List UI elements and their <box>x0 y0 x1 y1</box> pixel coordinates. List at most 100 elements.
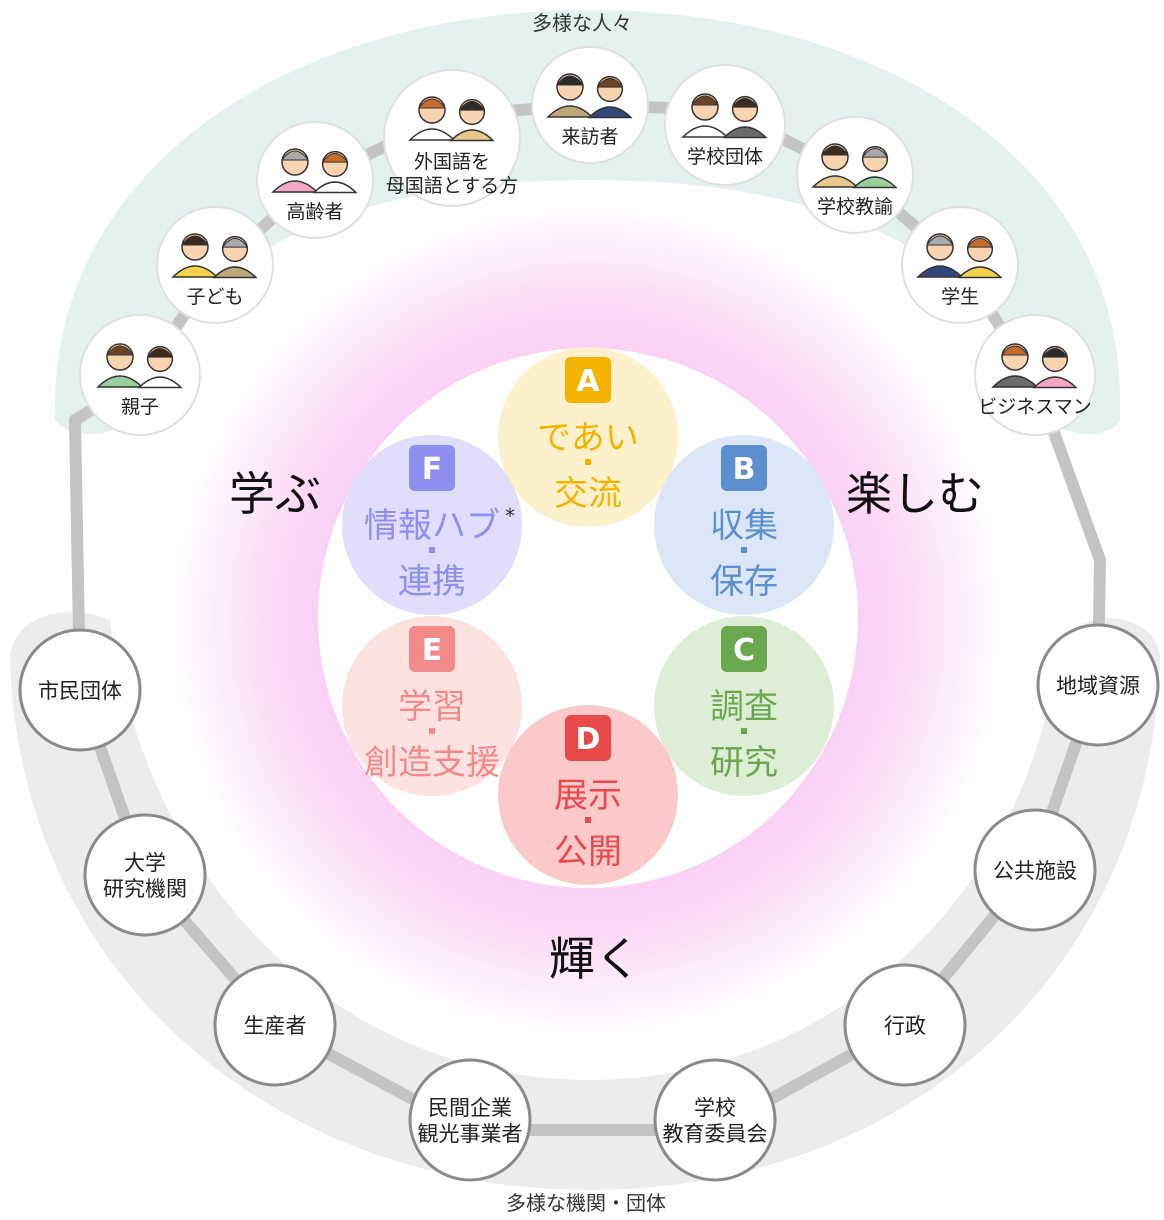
function-separator-dot <box>429 728 435 734</box>
function-asterisk: * <box>505 504 515 528</box>
people-illustration-icon <box>546 73 633 119</box>
function-circle <box>654 435 834 615</box>
person-node-circle <box>156 206 274 324</box>
function-letter: B <box>733 452 756 487</box>
person-node-circle <box>531 46 649 164</box>
function-line2: 交流 <box>554 474 622 514</box>
function-line2: 連携 <box>398 562 466 602</box>
function-line1: 調査 <box>710 687 778 727</box>
person-node-circle <box>256 121 374 239</box>
function-line1: 収集 <box>710 506 778 546</box>
label-manabu: 学ぶ <box>229 467 321 521</box>
org-label: 行政 <box>884 1014 926 1038</box>
org-node-seisansha: 生産者 <box>213 963 337 1087</box>
top-caption: 多様な人々 <box>532 11 632 35</box>
function-line2: 公開 <box>554 832 622 872</box>
person-label: 親子 <box>121 396 159 418</box>
org-node-circle <box>843 963 967 1087</box>
person-node-circle <box>974 314 1096 436</box>
person-node-circle <box>901 206 1019 324</box>
org-label: 大学 <box>124 851 166 875</box>
people-illustration-icon <box>271 148 358 194</box>
function-letter: A <box>576 364 600 399</box>
person-node-businessman: ビジネスマン <box>974 314 1096 436</box>
function-line2: 研究 <box>710 743 778 783</box>
function-letter-badge <box>409 626 455 672</box>
function-line1: 学習 <box>398 687 466 727</box>
org-node-circle <box>1036 623 1160 747</box>
person-node-oyako: 親子 <box>79 314 201 436</box>
people-illustration-icon <box>171 233 258 279</box>
person-node-circle <box>796 116 914 234</box>
function-letter: C <box>733 633 755 668</box>
function-line1: 情報ハブ <box>364 506 500 546</box>
person-node-gakkou-kyoyu: 学校教諭 <box>796 116 914 234</box>
org-node-circle <box>973 808 1097 932</box>
org-label: 民間企業 <box>428 1096 512 1120</box>
org-label: 公共施設 <box>993 859 1077 883</box>
org-node-chiiki-shigen: 地域資源 <box>1036 623 1160 747</box>
function-circle <box>342 435 522 615</box>
function-circle <box>498 347 678 527</box>
org-node-gyosei: 行政 <box>843 963 967 1087</box>
function-letter-badge <box>565 715 611 761</box>
function-line2: 創造支援 <box>364 743 500 783</box>
org-label: 地域資源 <box>1056 674 1140 698</box>
people-illustration-icon <box>991 343 1078 389</box>
function-separator-dot <box>585 817 591 823</box>
function-circle <box>654 616 834 796</box>
label-tanoshimu: 楽しむ <box>846 467 984 521</box>
org-node-shimin-dantai: 市民団体 <box>18 628 142 752</box>
people-band <box>55 10 1120 434</box>
person-label: 学校教諭 <box>817 196 893 218</box>
person-node-koreisha: 高齢者 <box>256 121 374 239</box>
org-node-circle <box>213 963 337 1087</box>
org-label: 観光事業者 <box>418 1122 523 1146</box>
person-label: ビジネスマン <box>978 396 1091 418</box>
org-node-circle <box>653 1058 777 1182</box>
function-separator-dot <box>429 547 435 553</box>
org-label: 市民団体 <box>38 679 122 703</box>
person-label: 子ども <box>186 286 243 308</box>
person-label: 母国語とする方 <box>386 175 518 197</box>
function-separator-dot <box>741 547 747 553</box>
org-node-circle <box>83 813 207 937</box>
function-circle <box>498 705 678 885</box>
person-label: 学生 <box>941 286 979 308</box>
person-label: 来訪者 <box>561 126 618 148</box>
function-letter-badge <box>721 626 767 672</box>
person-node-raihousha: 来訪者 <box>531 46 649 164</box>
people-illustration-icon <box>408 96 495 142</box>
person-node-gakusei: 学生 <box>901 206 1019 324</box>
function-letter: D <box>576 722 601 757</box>
function-letter-badge <box>565 357 611 403</box>
person-node-circle <box>79 314 201 436</box>
function-letter: F <box>422 452 443 487</box>
function-line2: 保存 <box>710 562 778 602</box>
person-node-circle <box>664 64 786 186</box>
org-label: 学校 <box>694 1096 736 1120</box>
function-letter: E <box>422 633 443 668</box>
function-line1: であい <box>537 418 639 458</box>
org-node-circle <box>18 628 142 752</box>
org-node-kokyo-shisetsu: 公共施設 <box>973 808 1097 932</box>
org-label: 教育委員会 <box>663 1122 768 1146</box>
function-line1: 展示 <box>554 776 622 816</box>
function-letter-badge <box>409 445 455 491</box>
org-node-circle <box>408 1058 532 1182</box>
org-label: 生産者 <box>244 1014 307 1038</box>
function-circle <box>342 616 522 796</box>
function-separator-dot <box>741 728 747 734</box>
